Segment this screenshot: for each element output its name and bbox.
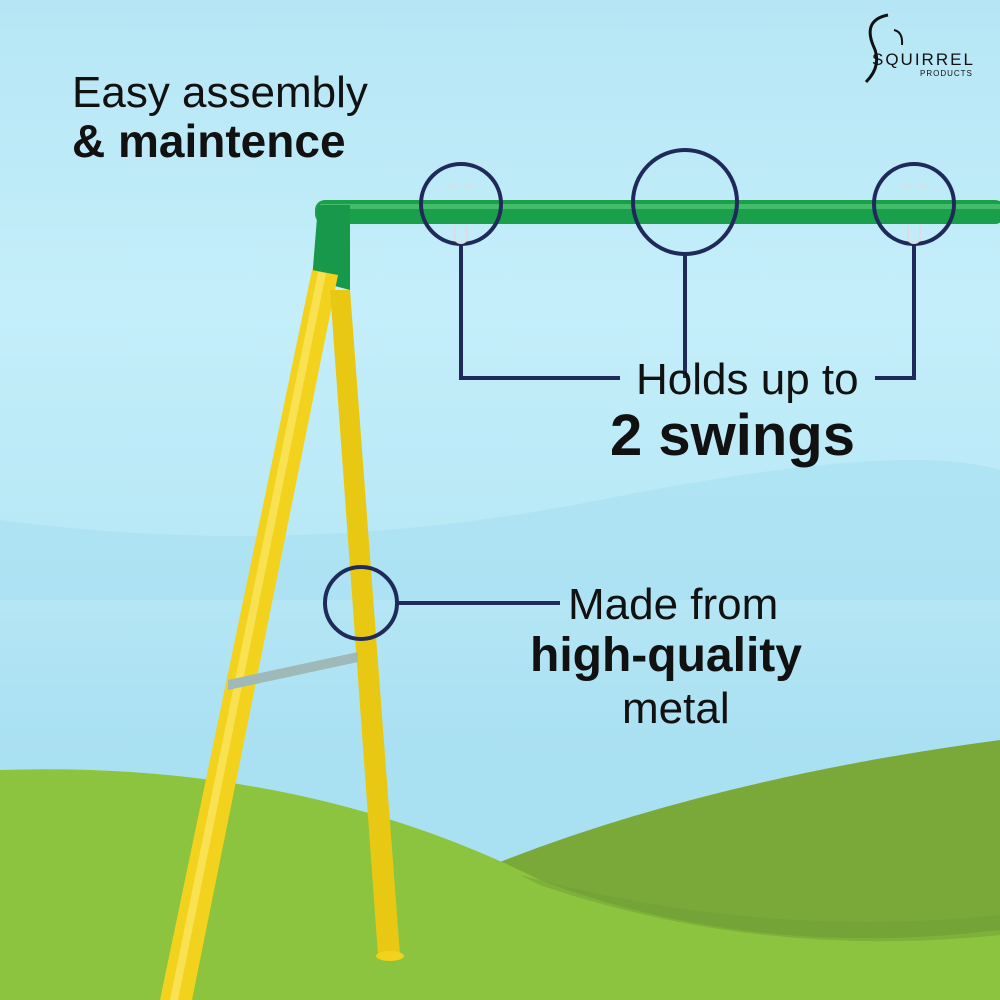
metal-line1: Made from — [568, 580, 779, 629]
metal-line2: high-quality — [530, 629, 802, 682]
squirrel-icon — [864, 13, 904, 84]
brand-logo: SQUIRREL PRODUCTS — [858, 10, 988, 90]
back-leg — [330, 290, 400, 955]
assembly-line1: Easy assembly — [72, 68, 368, 117]
logo-brand: SQUIRREL — [872, 50, 975, 69]
cross-brace — [228, 652, 358, 690]
assembly-line2: & maintence — [72, 115, 346, 167]
metal-line3: metal — [622, 684, 730, 733]
hill-front — [0, 769, 1000, 1000]
cloud-band — [0, 460, 1000, 600]
top-bar — [315, 200, 1000, 224]
swings-line2: 2 swings — [610, 403, 855, 468]
logo-sub: PRODUCTS — [920, 69, 973, 78]
corner-connector — [312, 205, 350, 290]
swings-line1: Holds up to — [636, 355, 859, 404]
